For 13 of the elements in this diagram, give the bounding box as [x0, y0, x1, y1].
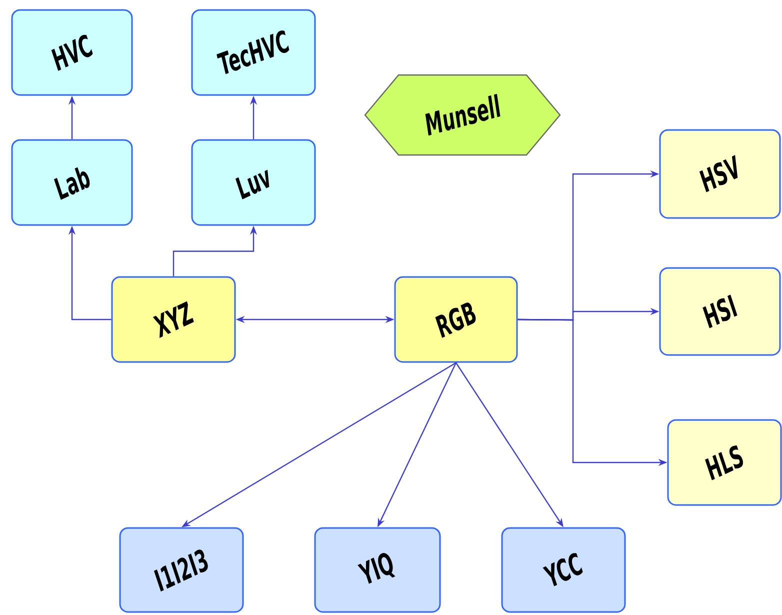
process-box: HLS [667, 419, 782, 506]
process-box: YIQ [314, 527, 441, 613]
process-box: I1I2I3 [119, 527, 244, 613]
process-box: Luv [191, 139, 316, 226]
hexagon-node: Munsell [364, 74, 561, 156]
process-box: HVC [11, 9, 133, 96]
process-box: HSI [659, 267, 781, 356]
process-box: RGB [394, 276, 518, 363]
process-box: TecHVC [191, 9, 316, 96]
process-box: XYZ [111, 276, 236, 363]
process-box: HSV [659, 129, 781, 219]
process-box: YCC [501, 527, 626, 613]
process-box: Lab [11, 139, 133, 226]
